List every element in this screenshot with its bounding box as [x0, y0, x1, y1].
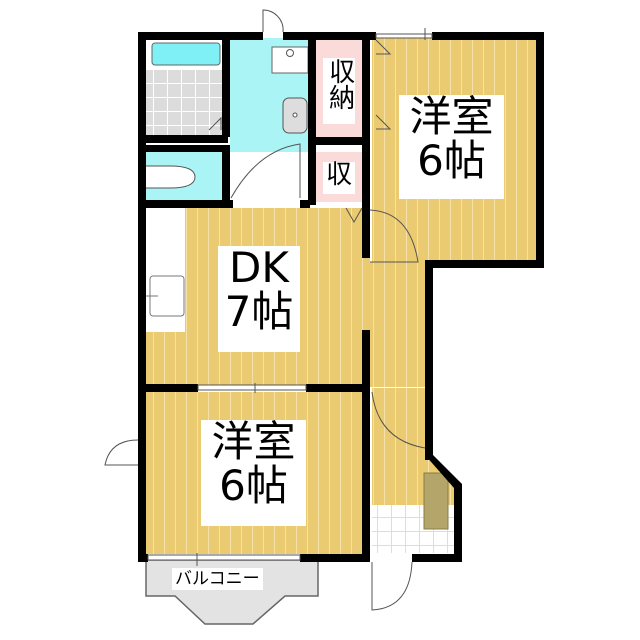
dk-label: DK 7帖: [218, 243, 300, 352]
sliding-doors: [147, 28, 433, 566]
door-swings: [104, 9, 426, 611]
room-name: 収: [325, 160, 352, 190]
toilet-icon: [145, 165, 196, 189]
bathtub: [151, 42, 221, 66]
room-size: 6帖: [219, 461, 288, 511]
balcony-label: バルコニー: [172, 568, 263, 590]
shoebox: [423, 472, 449, 530]
western-room-2-label: 洋室 6帖: [201, 417, 306, 526]
room-name: 洋室: [409, 92, 494, 141]
walls: [138, 32, 544, 562]
room-name: バルコニー: [175, 569, 260, 589]
room-name: DK: [229, 243, 289, 292]
storage-small-label: 収: [323, 160, 355, 194]
entry-corridor: [228, 152, 308, 204]
hall-floor: [370, 262, 425, 387]
room-size: 6帖: [417, 136, 486, 186]
storage-large-label: 収納: [323, 58, 355, 124]
western-room-1-label: 洋室 6帖: [399, 92, 504, 199]
room-size: 7帖: [224, 287, 294, 337]
room-name: 収納: [324, 58, 355, 110]
room-name: 洋室: [211, 417, 296, 466]
